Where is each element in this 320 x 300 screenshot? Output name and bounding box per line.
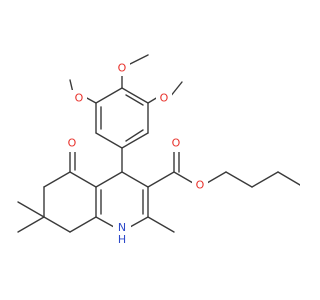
oxygen-methoxy-left: O bbox=[75, 92, 84, 105]
oxygen-methoxy-top: O bbox=[118, 62, 127, 75]
oxygen-ester-carbonyl: O bbox=[172, 137, 181, 150]
oxygen-ester-ether: O bbox=[196, 179, 205, 192]
oxygen-methoxy-right: O bbox=[160, 92, 169, 105]
oxygen-ketone: O bbox=[68, 137, 77, 150]
bond-lines bbox=[17, 54, 300, 233]
